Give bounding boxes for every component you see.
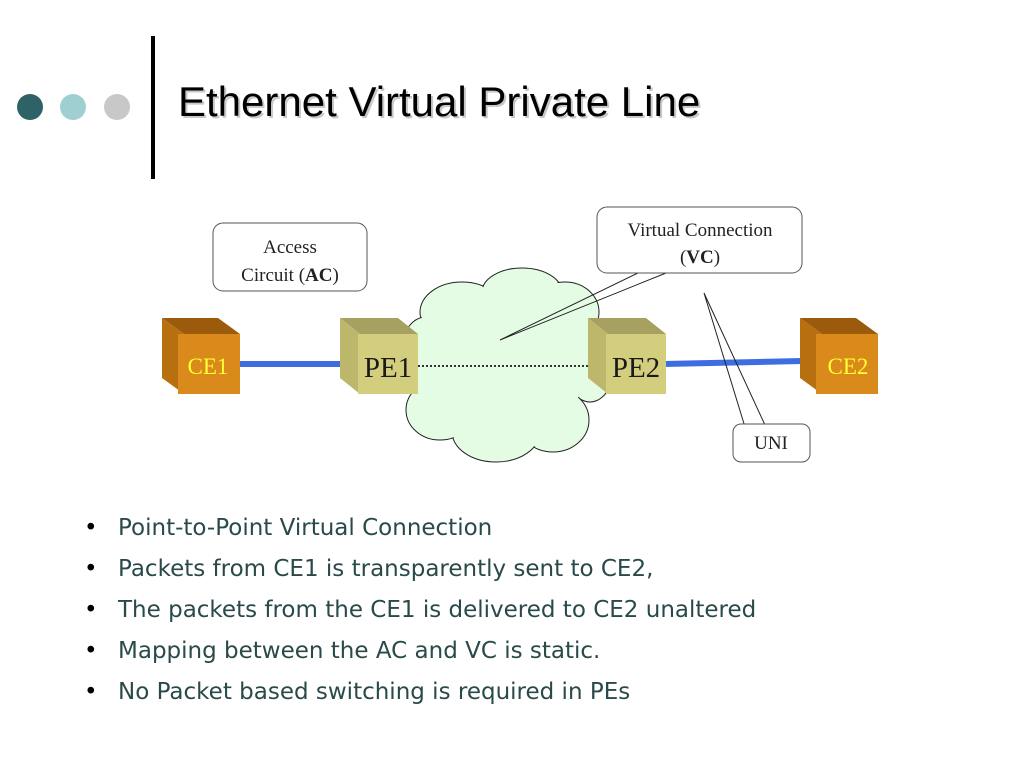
bullet-marker: • xyxy=(84,597,98,623)
bullet-marker: • xyxy=(84,556,98,582)
uni-label: UNI xyxy=(754,433,788,454)
bullet-item: •No Packet based switching is required i… xyxy=(80,672,756,713)
decor-dot-dark xyxy=(17,94,43,120)
access-link-right xyxy=(663,358,803,367)
ce2-node: CE2 xyxy=(800,318,878,394)
access-circuit-callout: Access Circuit (AC) xyxy=(212,222,368,292)
uni-pointer xyxy=(703,292,766,428)
slide-title: Ethernet Virtual Private Line xyxy=(178,78,701,125)
bullet-list: •Point-to-Point Virtual Connection •Pack… xyxy=(80,508,756,713)
decor-dot-mid xyxy=(60,94,86,120)
access-circuit-line2: Circuit (AC) xyxy=(241,265,339,286)
pe1-label: PE1 xyxy=(364,352,412,384)
virtual-connection-callout: Virtual Connection (VC) xyxy=(596,206,803,274)
decor-dot-light xyxy=(104,94,130,120)
bullet-item: •Mapping between the AC and VC is static… xyxy=(80,631,756,672)
pe2-node: PE2 xyxy=(588,318,666,394)
bullet-marker: • xyxy=(84,515,98,541)
vc-pointer xyxy=(499,272,667,341)
access-circuit-line1: Access xyxy=(263,237,317,258)
uni-callout: UNI xyxy=(732,423,811,463)
ce1-label: CE1 xyxy=(188,354,229,379)
bullet-item: •Packets from CE1 is transparently sent … xyxy=(80,549,756,590)
pe1-node: PE1 xyxy=(340,318,418,394)
title-divider xyxy=(151,36,155,179)
ce2-label: CE2 xyxy=(828,354,869,379)
pe2-label: PE2 xyxy=(612,352,660,384)
bullet-marker: • xyxy=(84,679,98,705)
ce1-node: CE1 xyxy=(162,318,240,394)
virtual-connection-line2: (VC) xyxy=(680,247,720,268)
virtual-connection-line1: Virtual Connection xyxy=(627,220,773,241)
bullet-item: •Point-to-Point Virtual Connection xyxy=(80,508,756,549)
bullet-marker: • xyxy=(84,638,98,664)
bullet-item: •The packets from the CE1 is delivered t… xyxy=(80,590,756,631)
